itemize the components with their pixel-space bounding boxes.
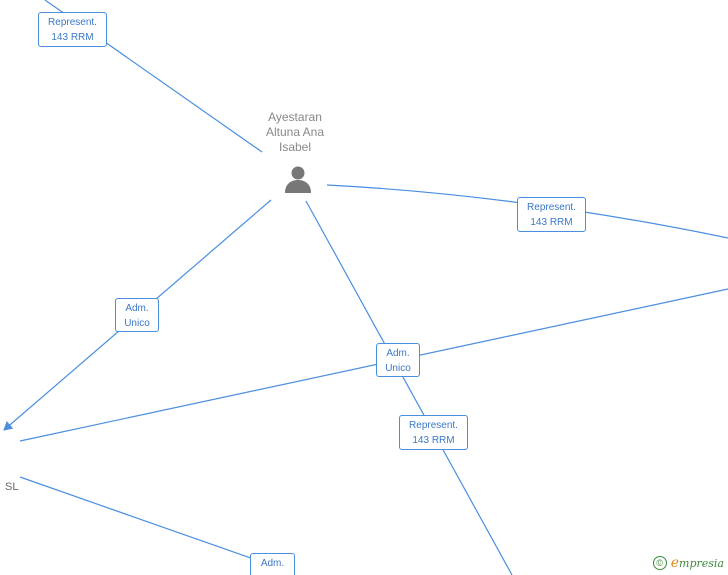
person-name-line-1: Ayestaran [268,110,322,124]
relation-label-line-1: Adm. [260,558,285,569]
relation-label-line-1: Adm. [125,303,149,314]
relation-label-adm-left[interactable]: Adm. Unico [115,298,159,332]
relation-label-line-1: Adm. [386,348,410,359]
brand-logo: empresia [671,555,724,571]
relation-label-line-2: Unico [124,318,150,329]
company-name[interactable]: SL [5,481,19,493]
edge-person-to-bottom [305,200,513,575]
relation-label-top-left[interactable]: Represent. 143 RRM [38,12,107,47]
relation-label-line-2: 143 RRM [51,32,94,43]
relation-label-line-2: 143 RRM [530,217,573,228]
footer-brand: © empresia [652,555,724,571]
copyright-icon: © [652,556,667,570]
relation-label-line-1: Represent. [48,17,97,28]
relation-label-line-2: 143 RRM [412,435,455,446]
relation-label-line-2: Unico [385,363,411,374]
edge-company-to-bottom [19,476,263,563]
brand-initial: e [670,555,680,571]
person-icon[interactable] [283,164,313,194]
person-name[interactable]: Ayestaran Altuna Ana Isabel [240,110,350,155]
relation-label-line-1: Represent. [527,202,576,213]
relation-label-line-1: Represent. [409,420,458,431]
edge-right-to-company [19,288,728,442]
relation-label-bottom[interactable]: Adm. [250,553,295,575]
person-name-line-3: Isabel [278,140,312,154]
relation-label-adm-center[interactable]: Adm. Unico [376,343,420,377]
relation-label-right[interactable]: Represent. 143 RRM [517,197,586,232]
brand-rest: mpresia [679,557,724,570]
relation-label-lower-center[interactable]: Represent. 143 RRM [399,415,468,450]
person-name-line-2: Altuna Ana [265,125,325,139]
